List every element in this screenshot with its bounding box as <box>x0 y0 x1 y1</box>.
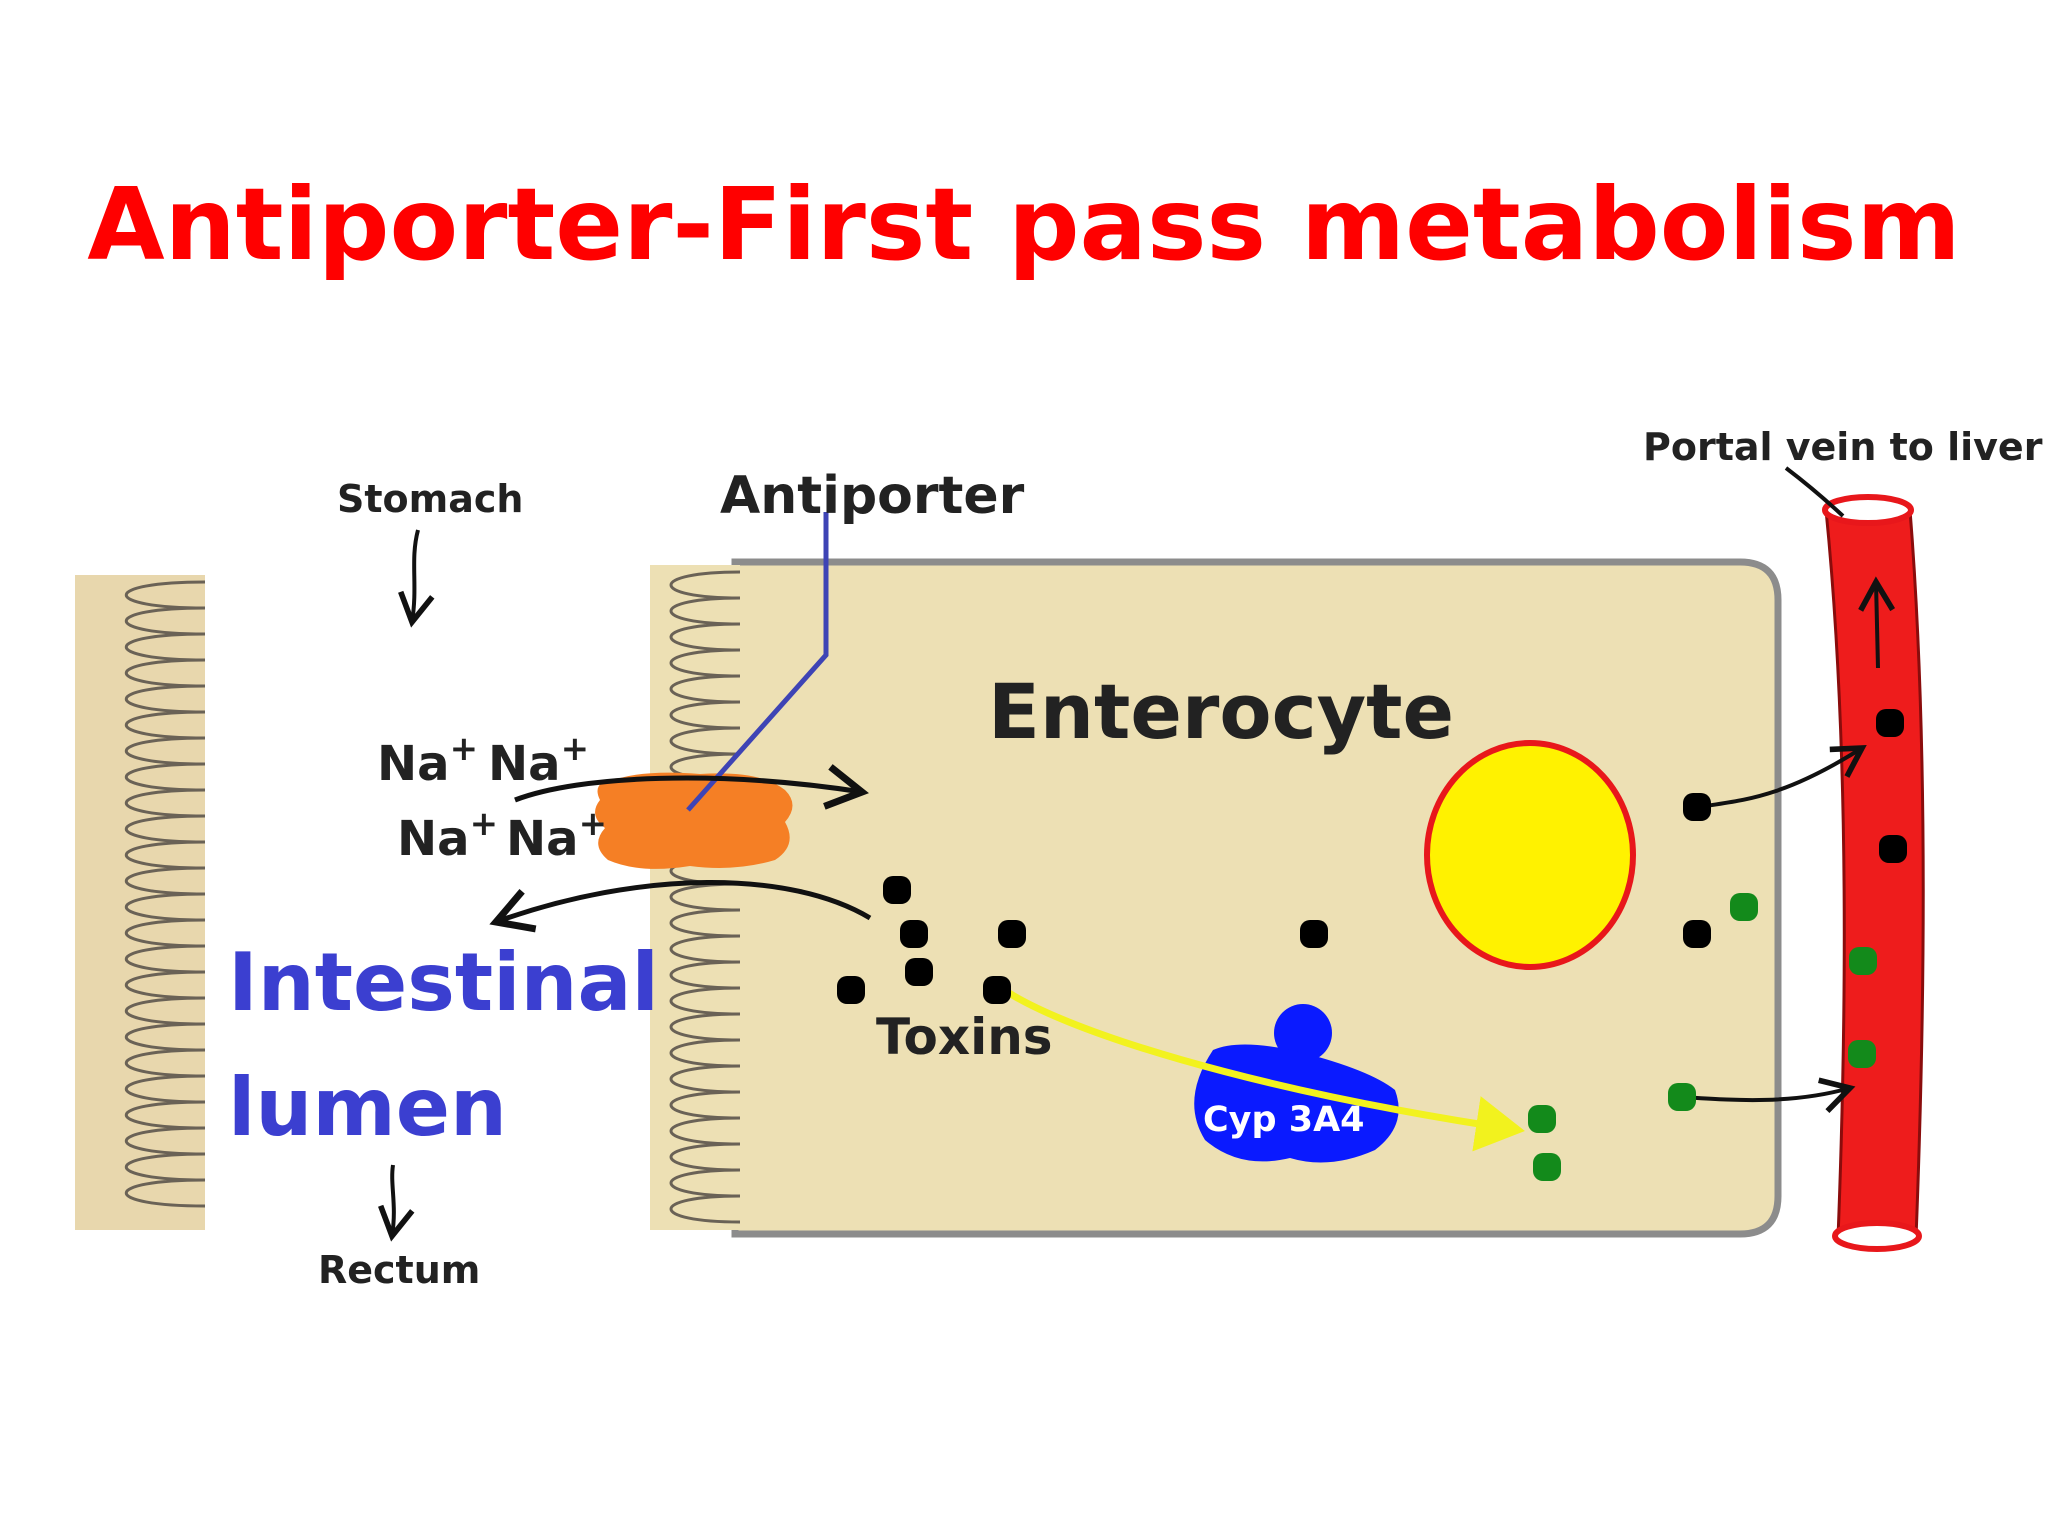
na-ion: Na+ <box>377 729 478 792</box>
toxin-particle <box>1876 709 1904 737</box>
toxin-particle <box>905 958 933 986</box>
toxin-particles <box>837 709 1907 1004</box>
intestinal-label: Intestinal <box>228 936 659 1029</box>
toxin-particle <box>1300 920 1328 948</box>
toxin-particle <box>900 920 928 948</box>
antiporter-pointer-line <box>686 512 829 812</box>
toxin-particle <box>1683 793 1711 821</box>
metabolite-particle <box>1668 1083 1696 1111</box>
toxin-particle <box>1683 920 1711 948</box>
enterocyte-cell <box>650 558 1782 1238</box>
toxin-particle <box>983 976 1011 1004</box>
portal-vein-label: Portal vein to liver <box>1643 425 2043 469</box>
toxins-label: Toxins <box>876 1008 1053 1066</box>
toxin-particle <box>1879 835 1907 863</box>
portal-vein <box>1822 494 1925 1252</box>
sodium-ions: Na+ Na+ Na+ Na+ <box>377 729 607 867</box>
na-ion: Na+ <box>506 804 607 867</box>
rectum-label: Rectum <box>318 1248 480 1292</box>
toxin-particle <box>837 976 865 1004</box>
toxin-particle <box>883 876 911 904</box>
metabolite-particle <box>1848 1040 1876 1068</box>
stomach-down-arrow <box>398 529 435 628</box>
stomach-label: Stomach <box>337 477 523 521</box>
metabolism-arrow <box>997 984 1525 1152</box>
lumen-label: lumen <box>228 1061 507 1154</box>
na-influx-arrow <box>514 764 869 810</box>
toxin-particle <box>998 920 1026 948</box>
nucleus <box>1424 740 1636 970</box>
enterocyte-label: Enterocyte <box>988 667 1454 756</box>
metabolite-particles <box>1528 893 1877 1181</box>
left-intestinal-wall <box>75 575 206 1230</box>
page-title: Antiporter-First pass metabolism <box>87 166 1961 283</box>
toxin-efflux-arrow <box>489 880 872 933</box>
antiporter-label: Antiporter <box>720 466 1025 526</box>
na-ion: Na+ <box>397 804 498 867</box>
toxin-to-vein-arrow <box>1699 744 1867 809</box>
antiporter-protein <box>595 772 793 869</box>
na-ion: Na+ <box>488 729 589 792</box>
metabolite-particle <box>1533 1153 1561 1181</box>
metabolite-particle <box>1730 893 1758 921</box>
cyp3a4-label: Cyp 3A4 <box>1203 1100 1365 1140</box>
portal-vein-pointer <box>1784 466 1845 518</box>
metabolite-particle <box>1528 1105 1556 1133</box>
rectum-down-arrow <box>378 1164 415 1242</box>
metabolite-particle <box>1849 947 1877 975</box>
metabolite-to-vein-arrow <box>1681 1077 1856 1113</box>
